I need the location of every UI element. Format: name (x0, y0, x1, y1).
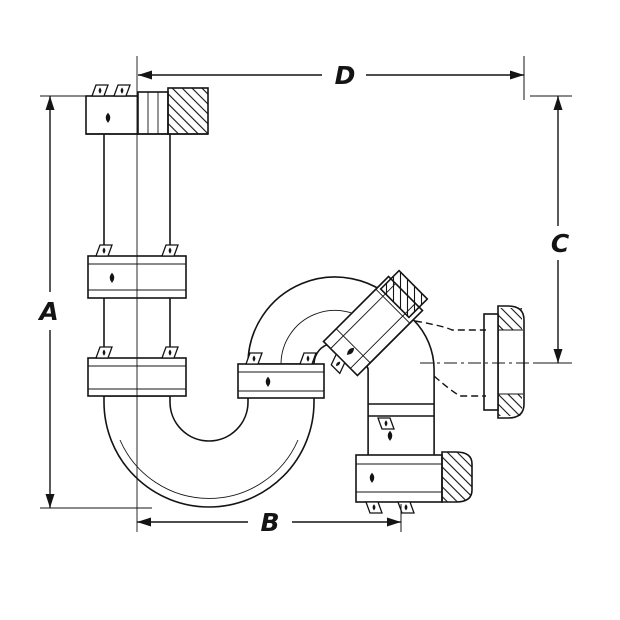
arrow-up-icon (553, 96, 563, 110)
dimension-d: D (138, 61, 524, 90)
dimension-b: B (137, 508, 401, 537)
top-slip-nut (85, 95, 139, 135)
arrow-up-icon (45, 96, 55, 110)
label-dimension-c: C (551, 229, 570, 258)
outlet-elbow (365, 318, 435, 459)
cleanout-screw (379, 269, 429, 319)
arrow-left-icon (137, 517, 151, 527)
arrow-right-icon (387, 517, 401, 527)
extension-lines (40, 56, 572, 532)
label-dimension-d: D (335, 61, 356, 90)
threaded-collar-hatch (441, 451, 473, 503)
hidden-outlet-dashed (414, 320, 540, 397)
trap-body (85, 84, 540, 514)
threaded-flange-hatch (167, 87, 209, 135)
arrow-right-icon (510, 70, 524, 80)
dimension-a: A (37, 96, 59, 508)
arrow-down-icon (45, 494, 55, 508)
inlet-flange (85, 84, 209, 135)
dimension-system: D A C B (37, 56, 572, 537)
dimension-c: C (551, 96, 570, 363)
label-dimension-b: B (260, 508, 279, 537)
wall-fitting (483, 305, 525, 419)
u-bend (103, 395, 315, 508)
outlet-nut-bottom (355, 451, 473, 514)
label-dimension-a: A (37, 297, 58, 326)
riser-nut (237, 352, 325, 399)
arrow-down-icon (553, 349, 563, 363)
arrow-left-icon (138, 70, 152, 80)
